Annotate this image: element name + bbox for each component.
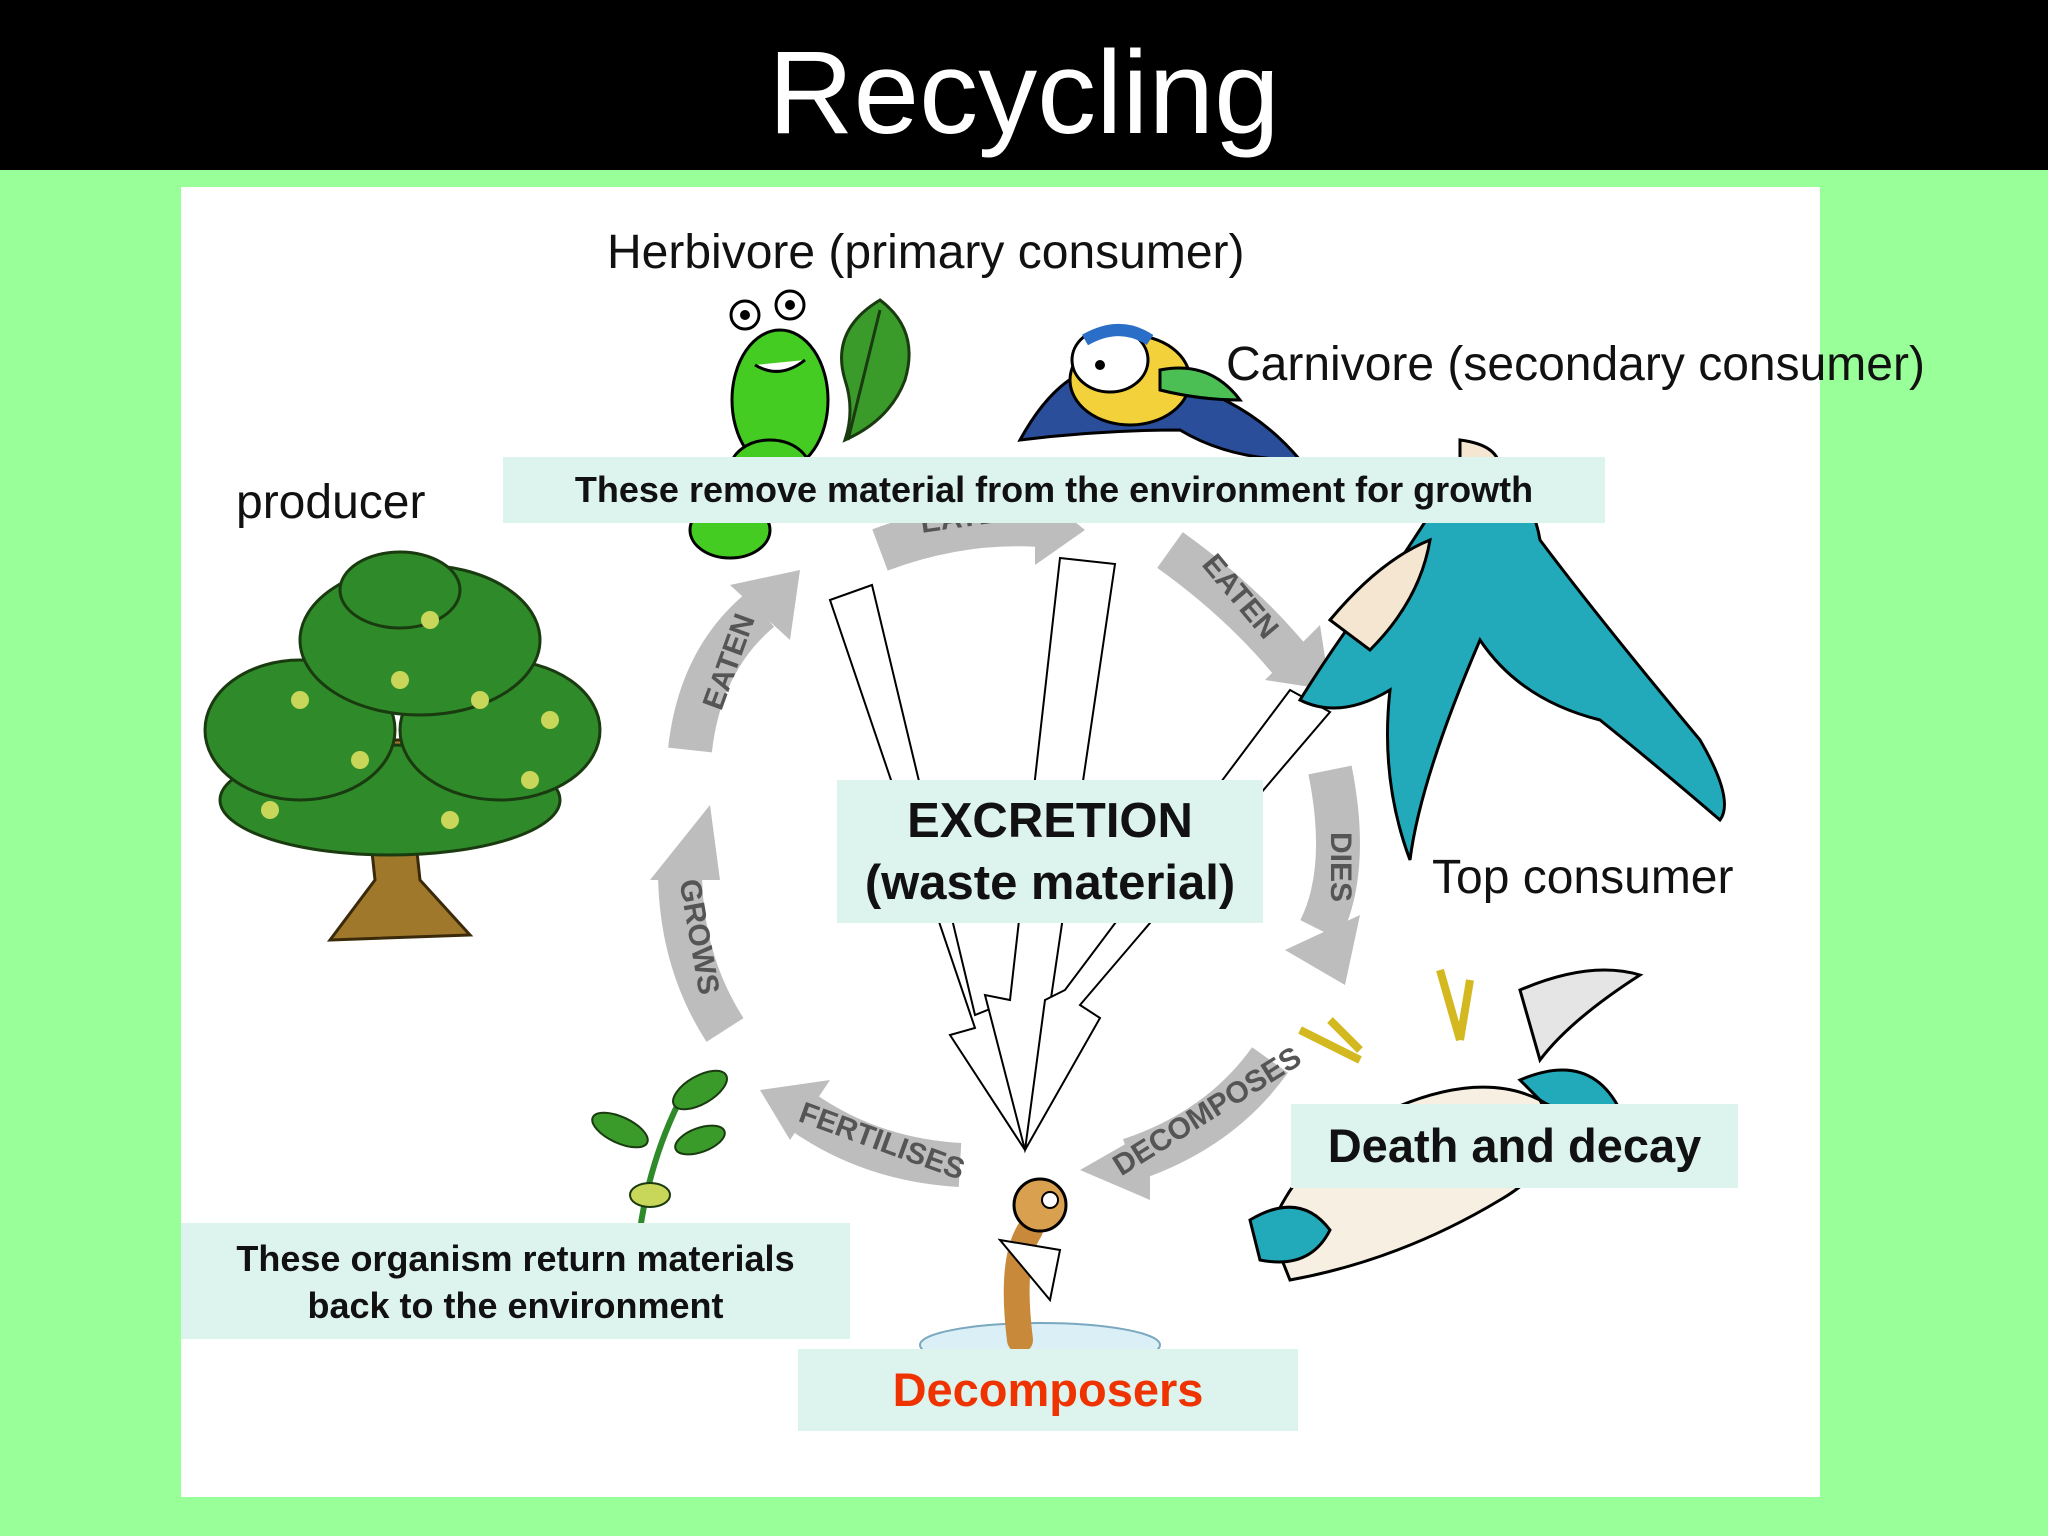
arrowhead-eaten-1: [730, 570, 800, 640]
arrowhead-grows: [650, 805, 720, 880]
arrowhead-decomposes: [1080, 1130, 1150, 1200]
tree-icon: [203, 550, 602, 942]
cycle-arrow-eaten-3: [1157, 532, 1307, 675]
carnivore-label: Carnivore (secondary consumer): [1226, 338, 1925, 391]
cycle-arrows: [658, 502, 1360, 1187]
arrow-label-dies: DIES: [1324, 831, 1358, 903]
cycle-arrow-eaten-1: [668, 593, 775, 753]
return-materials-line1: These organism return materials: [236, 1238, 795, 1279]
return-materials-box: These organism return materials back to …: [181, 1223, 850, 1339]
herbivore-label: Herbivore (primary consumer): [607, 226, 1245, 279]
cycle-arrow-grows: [658, 869, 744, 1042]
death-decay-box: Death and decay: [1291, 1104, 1738, 1188]
oak-leaf-icon: [840, 298, 911, 443]
top-consumer-label: Top consumer: [1432, 851, 1734, 904]
excretion-title: EXCRETION: [907, 794, 1193, 848]
cycle-arrow-eaten-2: [872, 502, 1042, 571]
excretion-arrow-top: [1024, 688, 1332, 1151]
remove-material-text: These remove material from the environme…: [574, 469, 1534, 510]
cycle-arrowheads: [650, 490, 1360, 1200]
cycle-arrow-fertilises: [787, 1091, 962, 1187]
slide-title: Recycling: [768, 27, 1280, 159]
arrowhead-eaten-3: [1265, 625, 1330, 690]
death-decay-text: Death and decay: [1327, 1119, 1702, 1172]
seedling-icon: [591, 1069, 728, 1231]
excretion-subtitle: (waste material): [864, 856, 1236, 910]
arrowhead-fertilises: [760, 1080, 830, 1140]
producer-label: producer: [236, 476, 426, 529]
blue-tit-icon: [1017, 324, 1304, 462]
remove-material-box: These remove material from the environme…: [503, 457, 1605, 523]
cycle-arrow-dies: [1300, 765, 1360, 940]
cycle-arrow-decomposes: [1122, 1046, 1288, 1181]
arrowhead-dies: [1285, 915, 1360, 985]
title-bar: [0, 0, 2048, 170]
worm-icon: [919, 1177, 1161, 1368]
decomposers-box: Decomposers: [798, 1349, 1298, 1431]
return-materials-line2: back to the environment: [307, 1285, 724, 1326]
decomposers-text: Decomposers: [892, 1363, 1204, 1416]
excretion-box: EXCRETION (waste material): [837, 780, 1263, 923]
